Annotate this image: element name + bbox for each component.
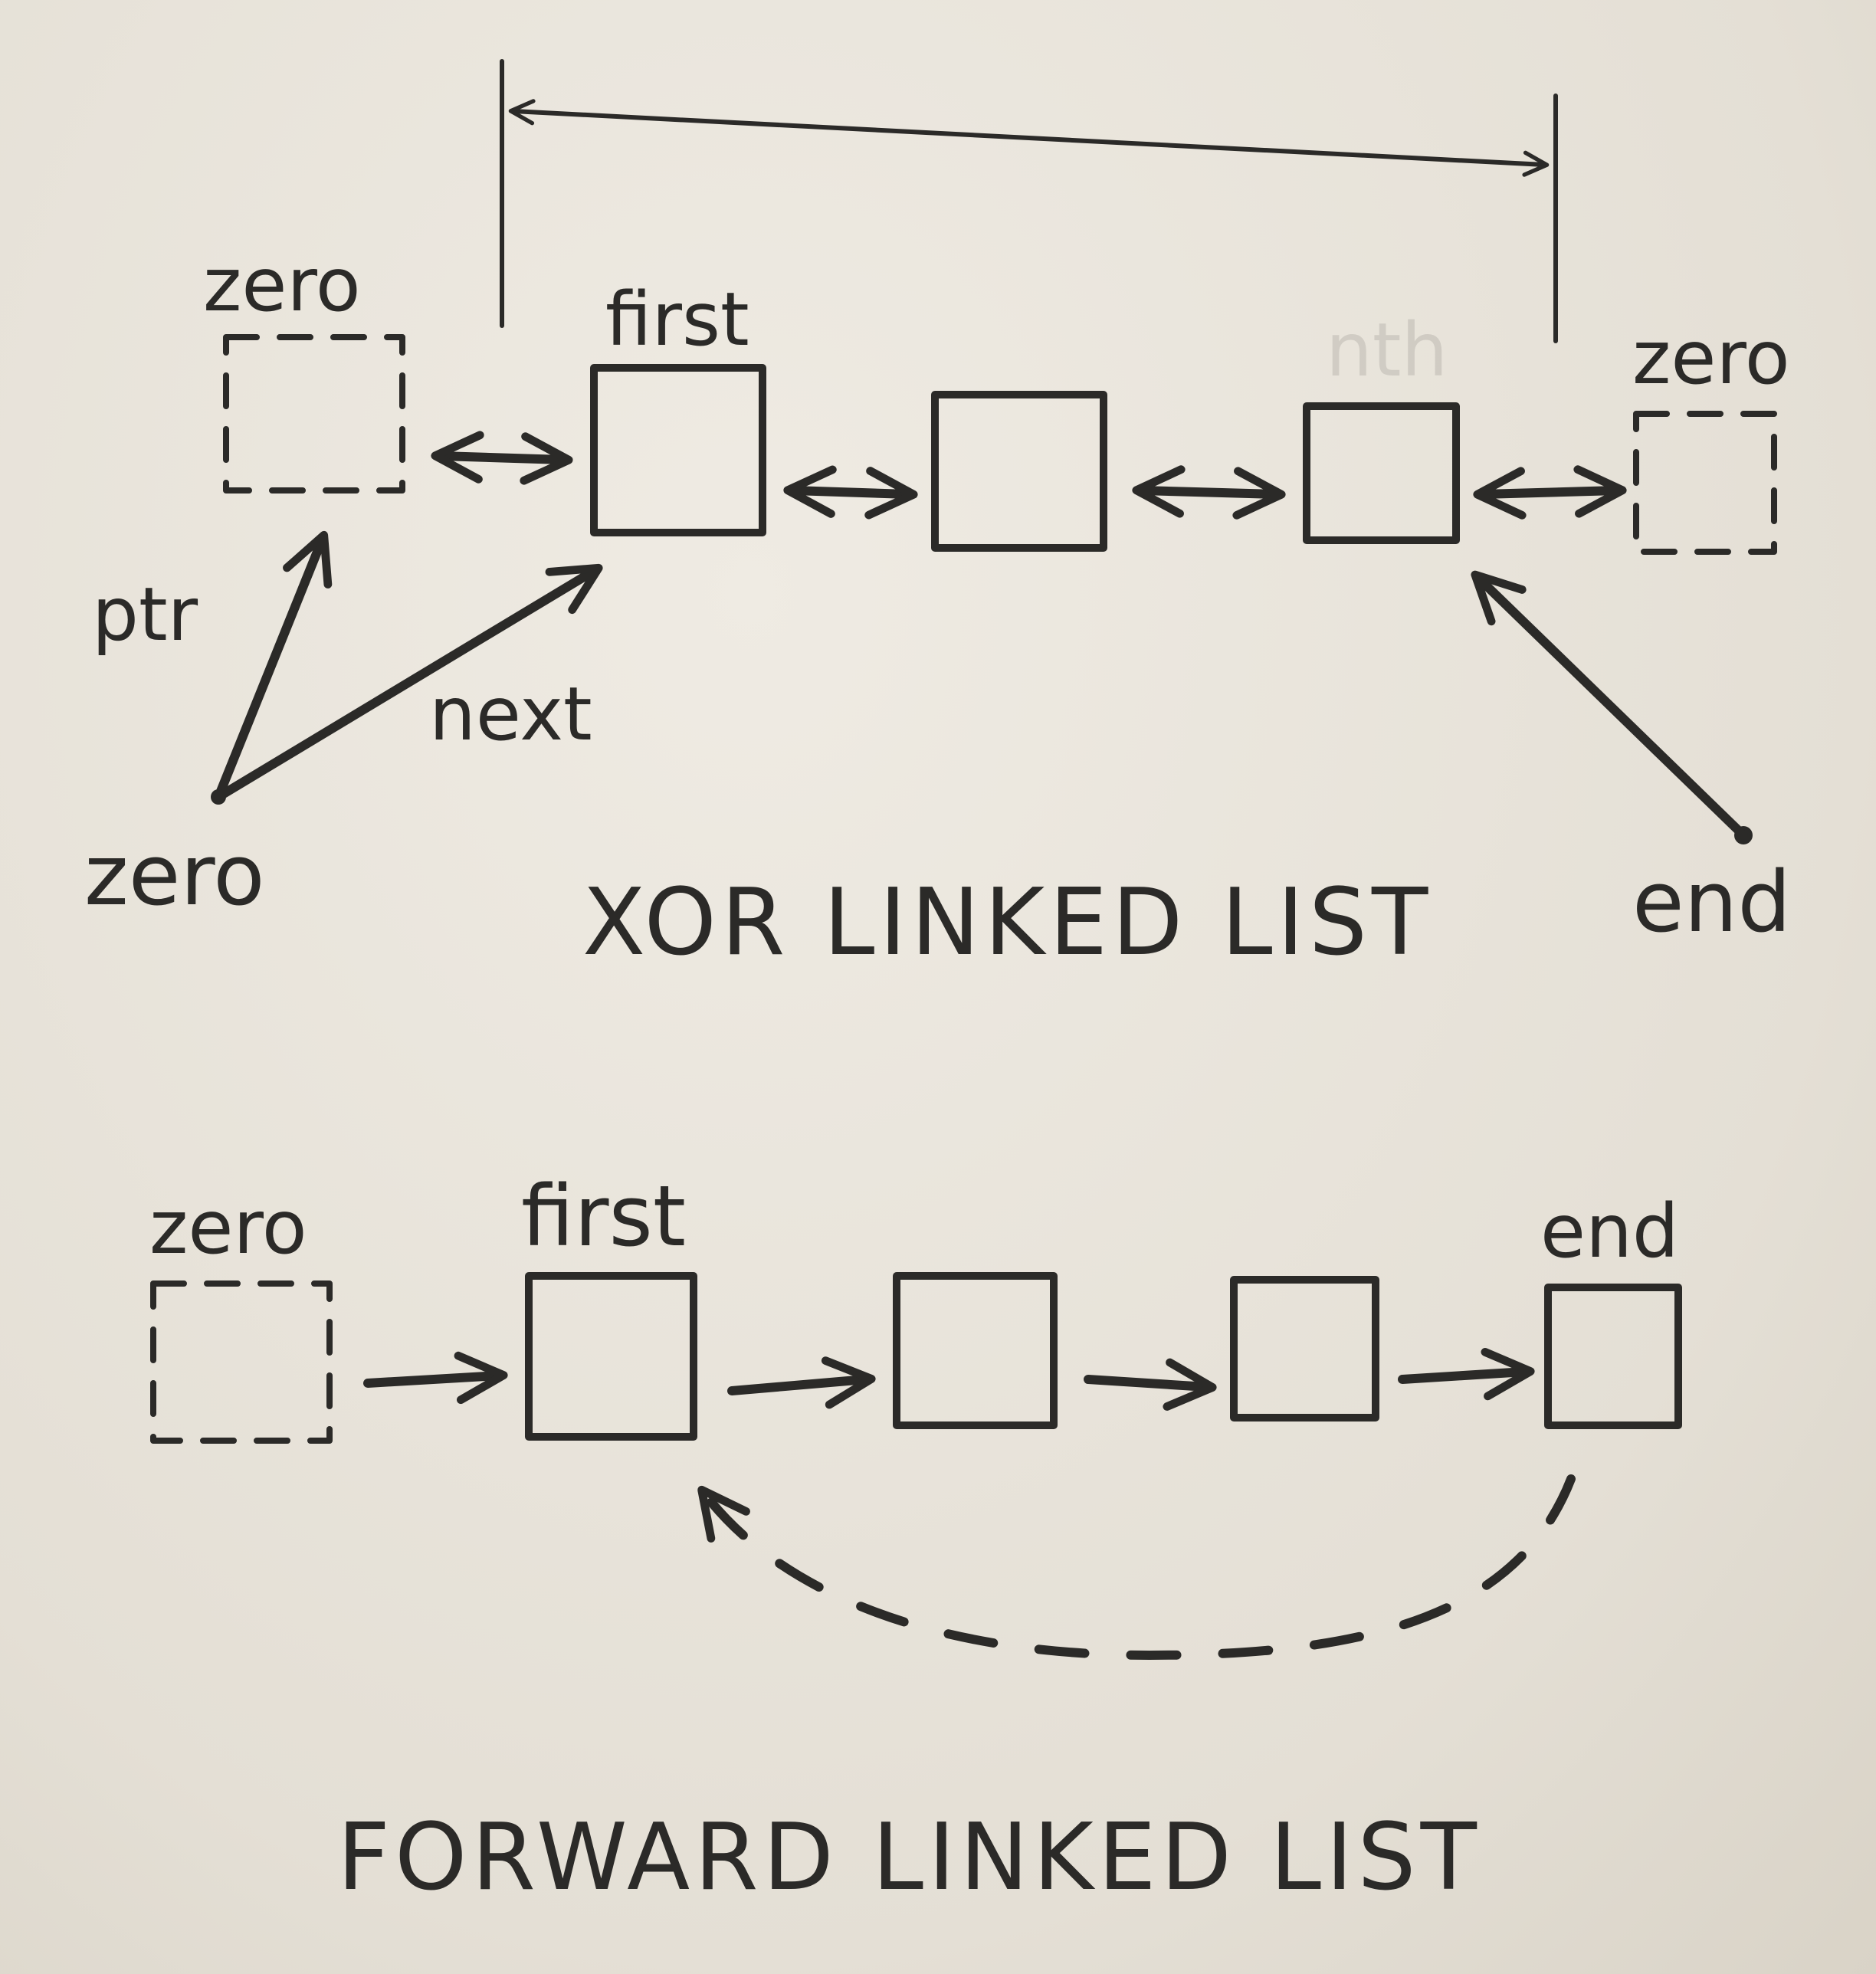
xor-linked-list: zero first nth zero ptr next zero end XO… — [84, 59, 1791, 976]
xor-range-bracket — [500, 59, 1558, 343]
xor-label-next: next — [429, 671, 592, 757]
xor-label-zero-right: zero — [1632, 315, 1790, 401]
xor-label-first: first — [605, 277, 749, 362]
xor-node-first — [590, 364, 766, 536]
fwd-node-end — [1544, 1284, 1682, 1429]
xor-node-zero-right — [1633, 411, 1777, 555]
xor-node-2 — [931, 391, 1107, 552]
bracket-double-arrow — [508, 99, 1550, 177]
next-arrow — [214, 563, 603, 802]
xor-label-ptr: ptr — [92, 572, 198, 657]
xor-link-2 — [783, 465, 918, 520]
fwd-loop-back-arrow — [697, 1474, 1576, 1660]
xor-node-zero-left — [223, 334, 405, 494]
fwd-link-2 — [727, 1356, 876, 1409]
fwd-link-4 — [1398, 1347, 1535, 1401]
xor-link-3 — [1132, 465, 1286, 520]
fwd-label-first: first — [521, 1167, 686, 1265]
xor-node-nth — [1303, 402, 1460, 544]
xor-link-1 — [431, 431, 573, 485]
fwd-link-1 — [363, 1351, 508, 1405]
xor-label-nth: nth — [1326, 307, 1448, 393]
fwd-title: FORWARD LINKED LIST — [337, 1805, 1481, 1911]
fwd-label-end: end — [1540, 1189, 1679, 1274]
fwd-node-2 — [893, 1272, 1058, 1429]
xor-label-end: end — [1632, 853, 1791, 951]
ptr-arrow — [214, 530, 333, 802]
xor-link-4 — [1473, 465, 1627, 520]
fwd-node-3 — [1230, 1276, 1379, 1421]
fwd-label-zero: zero — [149, 1185, 307, 1271]
forward-linked-list: zero first end FORWARD LINKED LIST — [149, 1167, 1682, 1911]
xor-label-zero-left: zero — [203, 242, 361, 328]
xor-title: XOR LINKED LIST — [582, 870, 1432, 976]
end-arrow — [1471, 570, 1748, 840]
fwd-node-zero — [150, 1280, 333, 1444]
xor-label-zero-bottom: zero — [84, 826, 265, 924]
fwd-node-first — [525, 1272, 697, 1441]
fwd-link-3 — [1084, 1358, 1217, 1411]
